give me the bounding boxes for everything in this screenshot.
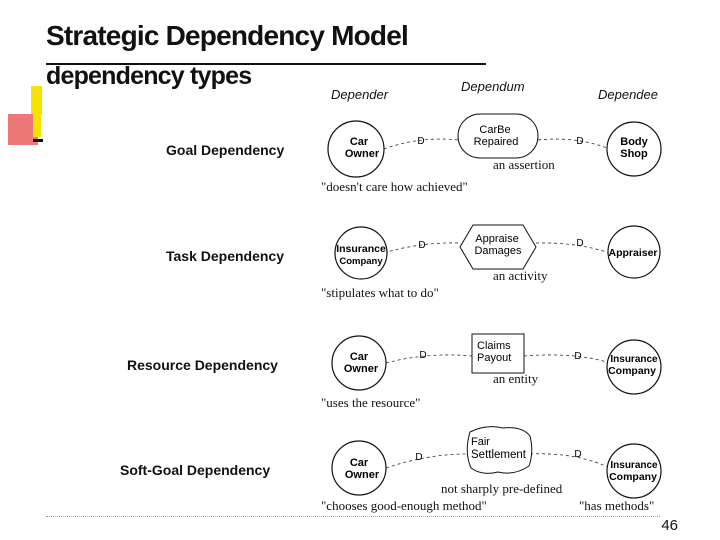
actor-label-line2: Company: [609, 471, 657, 483]
actor-depender: [334, 226, 388, 280]
dependum-label-line1: Fair: [471, 436, 490, 448]
actor-depender: [331, 440, 387, 496]
page-number: 46: [661, 517, 678, 534]
note-softgoal-dependee: "has methods": [579, 498, 655, 513]
actor-label-line1: Insurance: [610, 354, 658, 365]
decor-dash: [33, 139, 43, 142]
row-label-resource: Resource Dependency: [127, 357, 278, 373]
row-label-goal: Goal Dependency: [166, 142, 285, 158]
dependum-label-line2: Settlement: [471, 449, 527, 461]
slide-subtitle: dependency types: [46, 62, 252, 90]
note-softgoal: "chooses good-enough method": [321, 498, 487, 513]
dependum-label-line1: Claims: [477, 340, 511, 352]
actor-dependee: [606, 121, 662, 177]
link-depender-dependum: [385, 453, 467, 469]
dependum-label-line2: Repaired: [474, 136, 519, 148]
actor-label-line2: Owner: [344, 363, 379, 375]
actor-label-line2: Owner: [345, 148, 380, 160]
actor-depender: [331, 335, 387, 391]
d-marker: D: [419, 350, 426, 361]
actor-label-line1: Appraiser: [608, 247, 657, 259]
d-marker: D: [574, 449, 581, 460]
dependum-kind-task: an activity: [493, 268, 548, 283]
link-dependum-dependee: [537, 138, 611, 150]
row-task: Insurance Company Appraise Damages D D A…: [334, 224, 661, 280]
link-depender-dependum: [385, 354, 473, 364]
link-dependum-dependee: [523, 354, 611, 364]
note-goal: "doesn't care how achieved": [321, 179, 468, 194]
dependum-label-line2: Payout: [477, 352, 511, 364]
d-marker: D: [574, 351, 581, 362]
note-resource: "uses the resource": [321, 395, 421, 410]
decor-yellow-strip: [33, 114, 41, 137]
row-resource: Car Owner Claims Payout D D Insurance Co…: [331, 333, 662, 395]
slide-title: Strategic Dependency Model: [46, 20, 409, 51]
d-marker: D: [576, 136, 583, 147]
actor-label-line2: Company: [339, 256, 383, 267]
d-marker: D: [418, 240, 425, 251]
column-header-dependum: Dependum: [461, 79, 525, 94]
actor-dependee: [607, 225, 661, 279]
dependum-label-line2: Damages: [474, 245, 522, 257]
dependum-label-line1: Appraise: [475, 233, 518, 245]
actor-label-line1: Car: [350, 351, 369, 363]
link-depender-dependum: [383, 242, 461, 254]
actor-label-line2: Owner: [345, 469, 380, 481]
actor-label-line1: Insurance: [336, 243, 386, 255]
dependum-goal-shape: [457, 113, 539, 159]
note-task: "stipulates what to do": [321, 285, 439, 300]
title-underline: [46, 63, 486, 65]
row-label-task: Task Dependency: [166, 248, 285, 264]
row-goal: Car Owner CarBe Repaired D D Body Shop: [327, 113, 662, 178]
column-header-dependee: Dependee: [598, 87, 658, 102]
actor-dependee: [606, 443, 662, 499]
row-softgoal: Car Owner Fair Settlement D D Insurance …: [331, 426, 662, 499]
actor-label-line1: Car: [350, 457, 369, 469]
dependum-kind-goal: an assertion: [493, 157, 555, 172]
actor-label-line2: Shop: [620, 148, 648, 160]
d-marker: D: [576, 238, 583, 249]
d-marker: D: [415, 452, 422, 463]
link-dependum-dependee: [535, 242, 611, 254]
actor-label-line1: Car: [350, 136, 369, 148]
dependum-resource-shape: [471, 333, 525, 374]
decor-yellow-bar: [31, 86, 42, 115]
dependum-softgoal-shape: [466, 426, 533, 474]
footer-rule: [46, 516, 660, 517]
link-depender-dependum: [383, 138, 459, 150]
actor-label-line1: Insurance: [610, 460, 658, 471]
actor-label-line1: Body: [620, 136, 648, 148]
link-dependum-dependee: [529, 453, 611, 469]
dependum-label-line1: CarBe: [479, 124, 510, 136]
d-marker: D: [417, 136, 424, 147]
dependum-task-shape: [459, 224, 537, 270]
row-label-softgoal: Soft-Goal Dependency: [120, 462, 271, 478]
actor-depender: [327, 120, 385, 178]
actor-label-line2: Company: [608, 365, 656, 377]
dependum-kind-softgoal: not sharply pre-defined: [441, 481, 563, 496]
actor-dependee: [606, 339, 662, 395]
column-header-depender: Depender: [331, 87, 389, 102]
dependum-kind-resource: an entity: [493, 371, 539, 386]
